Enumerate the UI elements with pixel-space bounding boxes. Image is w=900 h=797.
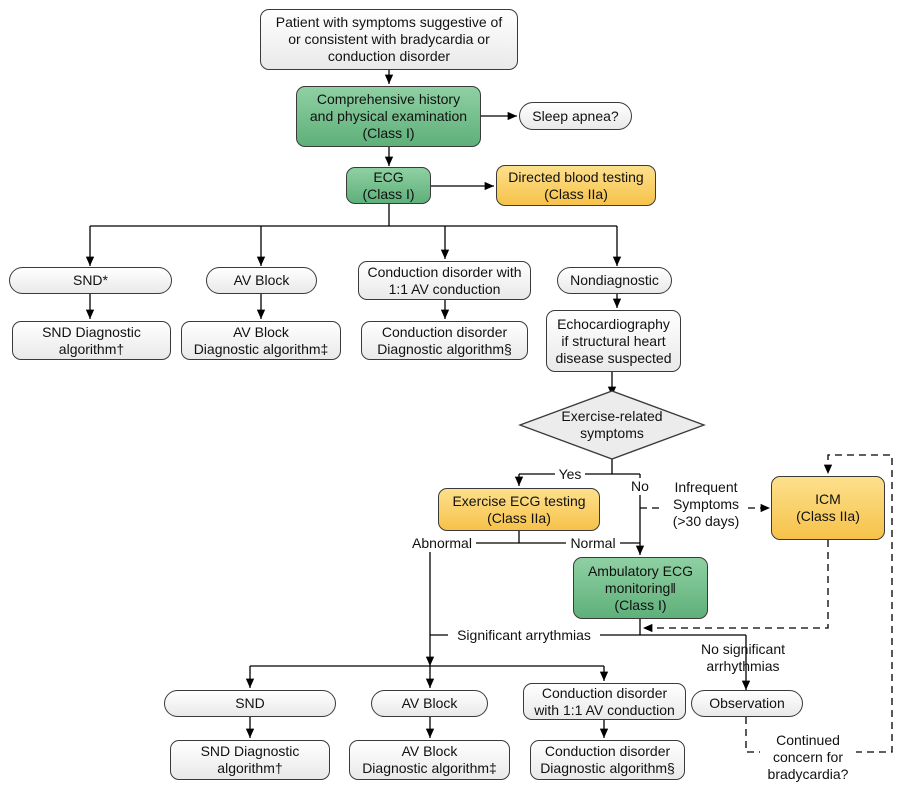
decision-diamond xyxy=(518,390,706,460)
normal-label: Normal xyxy=(566,535,620,552)
start-node: Patient with symptoms suggestive of or c… xyxy=(260,9,518,70)
av-algorithm-bottom-node: AV Block Diagnostic algorithm‡ xyxy=(349,740,510,780)
conduction-bottom-node: Conduction disorder with 1:1 AV conducti… xyxy=(523,683,686,720)
snd-top-node: SND* xyxy=(9,267,172,294)
av-block-bottom-node: AV Block xyxy=(371,690,488,717)
conduction-algorithm-top-node: Conduction disorder Diagnostic algorithm… xyxy=(361,321,528,360)
no-significant-arrhythmias-label: No significant arrhythmias xyxy=(700,641,786,674)
nondiagnostic-node: Nondiagnostic xyxy=(557,267,672,294)
abnormal-label: Abnormal xyxy=(408,535,476,552)
exercise-symptoms-decision: Exercise-related symptoms xyxy=(561,408,663,441)
no-label: No xyxy=(628,478,652,495)
icm-node: ICM (Class IIa) xyxy=(771,476,885,540)
snd-algorithm-top-node: SND Diagnostic algorithm† xyxy=(12,321,171,360)
echocardiography-node: Echocardiography if structural heart dis… xyxy=(546,310,681,372)
conduction-algorithm-bottom-node: Conduction disorder Diagnostic algorithm… xyxy=(530,740,685,780)
observation-node: Observation xyxy=(691,690,803,717)
snd-bottom-node: SND xyxy=(164,690,336,717)
av-block-top-node: AV Block xyxy=(206,267,317,294)
ecg-node: ECG (Class I) xyxy=(346,167,431,204)
conduction-top-node: Conduction disorder with 1:1 AV conducti… xyxy=(358,261,531,300)
infrequent-symptoms-label: Infrequent Symptoms (>30 days) xyxy=(664,479,748,530)
yes-label: Yes xyxy=(555,466,585,483)
av-algorithm-top-node: AV Block Diagnostic algorithm‡ xyxy=(181,321,341,360)
continued-concern-label: Continued concern for bradycardia? xyxy=(760,732,856,783)
sleep-apnea-node: Sleep apnea? xyxy=(519,102,632,130)
history-exam-node: Comprehensive history and physical exami… xyxy=(296,86,481,147)
blood-testing-node: Directed blood testing (Class IIa) xyxy=(496,165,656,206)
exercise-ecg-node: Exercise ECG testing (Class IIa) xyxy=(438,488,600,531)
significant-arrhythmias-label: Significant arrythmias xyxy=(448,627,600,644)
snd-algorithm-bottom-node: SND Diagnostic algorithm† xyxy=(170,740,330,780)
ambulatory-ecg-node: Ambulatory ECG monitoring‖ (Class I) xyxy=(573,557,708,619)
